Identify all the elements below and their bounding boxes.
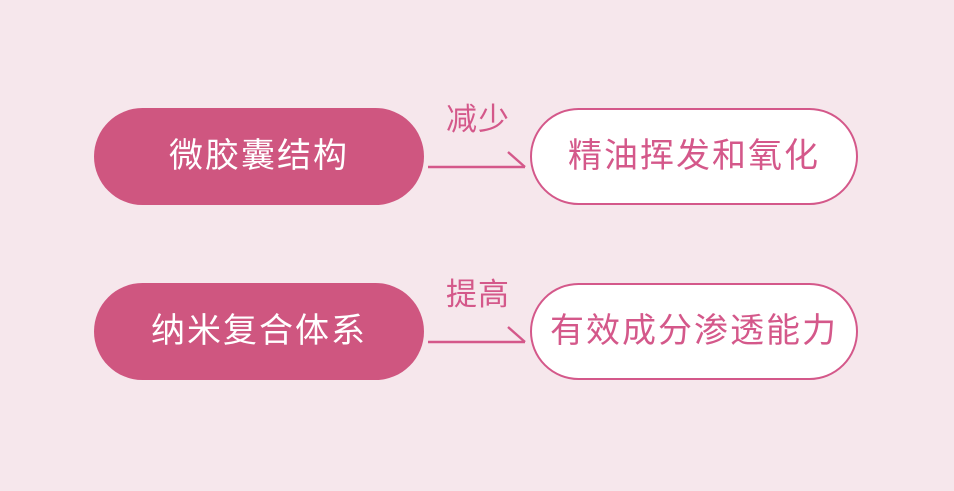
relation-label: 减少 [446,102,510,137]
target-node-label: 有效成分渗透能力 [550,312,838,350]
relation-row: 纳米复合体系 提高 有效成分渗透能力 [0,279,954,381]
source-node[interactable]: 微胶囊结构 [94,108,424,205]
arrow-icon [428,326,526,344]
relation-label: 提高 [446,277,510,312]
target-node-label: 精油挥发和氧化 [568,137,820,175]
relation-connector: 提高 [424,279,532,380]
arrow-icon [428,151,526,169]
source-node-label: 微胶囊结构 [169,137,349,175]
relation-row: 微胶囊结构 减少 精油挥发和氧化 [0,104,954,206]
target-node[interactable]: 有效成分渗透能力 [530,283,858,380]
target-node[interactable]: 精油挥发和氧化 [530,108,858,205]
source-node[interactable]: 纳米复合体系 [94,283,424,380]
relation-connector: 减少 [424,104,532,205]
source-node-label: 纳米复合体系 [151,312,367,350]
